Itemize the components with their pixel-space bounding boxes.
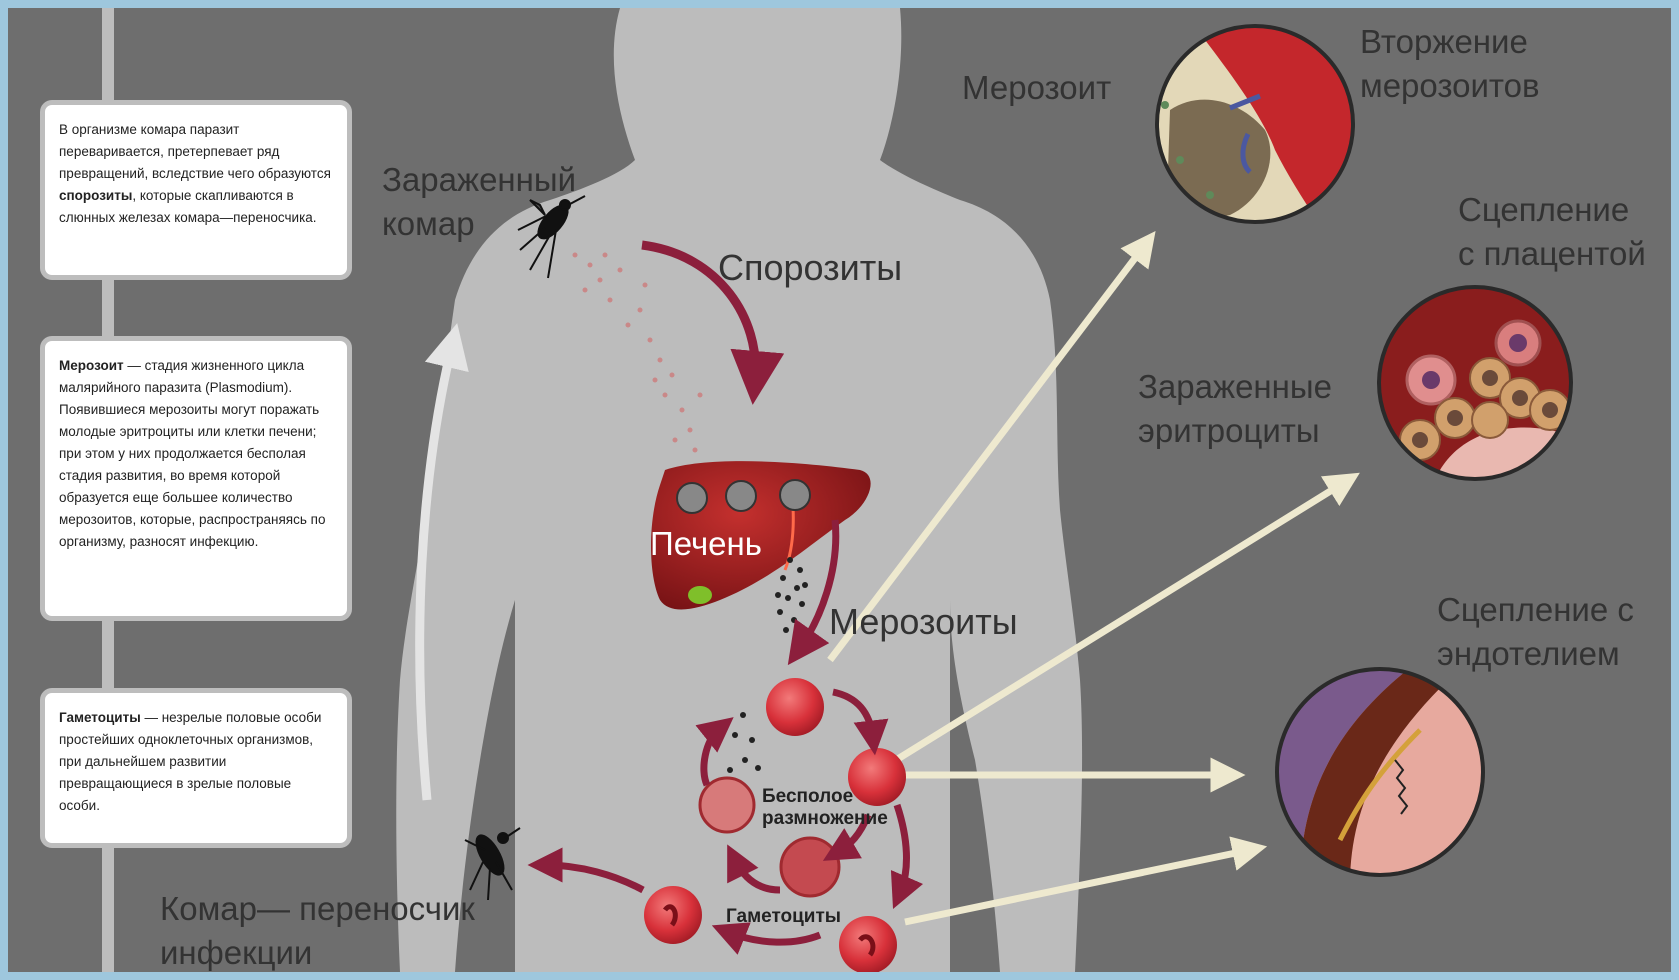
label-line: Вторжение (1360, 20, 1540, 64)
label-merozoite-invasion: Вторжение мерозоитов (1360, 20, 1540, 108)
label-endothelium-adhesion: Сцепление с эндотелием (1437, 588, 1634, 676)
label-infected-erythrocytes: Зараженные эритроциты (1138, 365, 1332, 453)
label-line: эндотелием (1437, 632, 1634, 676)
label-asexual-reproduction: Бесполое размножение (762, 786, 888, 830)
info-term: Гаметоциты (59, 710, 141, 725)
label-line: с плацентой (1458, 232, 1646, 276)
info-text: В организме комара паразит перевариваетс… (59, 122, 331, 181)
label-line: размножение (762, 808, 888, 830)
label-line: мерозоитов (1360, 64, 1540, 108)
label-line: инфекции (160, 931, 475, 975)
label-infected-mosquito: Зараженный комар (382, 158, 576, 246)
label-gametocytes: Гаметоциты (726, 906, 841, 928)
info-text: — стадия жизненного цикла малярийного па… (59, 358, 325, 549)
label-sporozoites: Спорозиты (718, 245, 902, 291)
label-line: Сцепление с (1437, 588, 1634, 632)
label-vector-mosquito: Комар— переносчик инфекции (160, 887, 475, 975)
info-box-sporozoites: В организме комара паразит перевариваетс… (40, 100, 352, 280)
label-line: эритроциты (1138, 409, 1332, 453)
label-merozoites: Мерозоиты (829, 599, 1018, 645)
label-liver: Печень (650, 522, 762, 566)
label-line: Зараженные (1138, 365, 1332, 409)
label-line: Комар— переносчик (160, 887, 475, 931)
label-line: комар (382, 202, 576, 246)
info-term: Мерозоит (59, 358, 124, 373)
label-line: Сцепление (1458, 188, 1646, 232)
info-text: — незрелые половые особи простейших одно… (59, 710, 321, 813)
label-line: Зараженный (382, 158, 576, 202)
info-box-merozoite: Мерозоит — стадия жизненного цикла маляр… (40, 336, 352, 621)
label-line: Бесполое (762, 786, 888, 808)
label-merozoite: Мерозоит (962, 66, 1111, 110)
info-term: спорозиты (59, 188, 132, 203)
info-box-gametocytes: Гаметоциты — незрелые половые особи прос… (40, 688, 352, 848)
label-placenta-adhesion: Сцепление с плацентой (1458, 188, 1646, 276)
